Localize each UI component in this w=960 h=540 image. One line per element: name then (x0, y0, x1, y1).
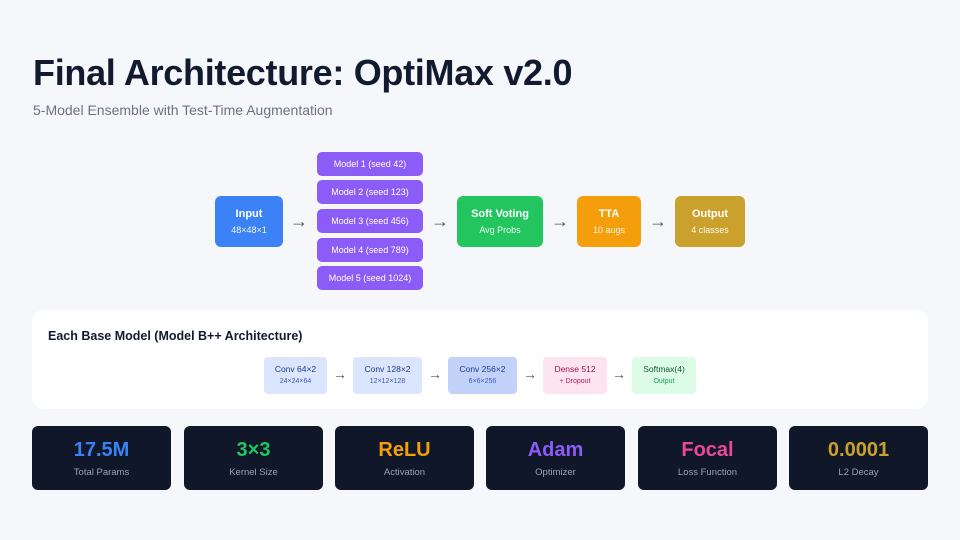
layer-arrow-2: → (428, 366, 442, 382)
stat-card-total-params: 17.5M Total Params (32, 426, 171, 490)
model-node-5: Model 5 (seed 1024) (317, 266, 423, 290)
soft-voting-title: Soft Voting (471, 208, 529, 220)
stat-card-activation: ReLU Activation (335, 426, 474, 490)
layer-dense512-sub: + Dropout (559, 378, 591, 385)
stat-card-l2-decay: 0.0001 L2 Decay (789, 426, 928, 490)
tta-title: TTA (598, 208, 620, 220)
stat-card-kernel-size: 3×3 Kernel Size (184, 426, 323, 490)
arrow-input-to-models: → (290, 211, 308, 231)
layer-conv256-shape: 6×6×256 (468, 378, 497, 385)
stat-value-total-params: 17.5M (73, 439, 130, 461)
model-node-1: Model 1 (seed 42) (317, 152, 423, 176)
output-node: Output 4 classes (675, 196, 745, 247)
stat-card-loss-function: Focal Loss Function (638, 426, 777, 490)
page-subtitle: 5-Model Ensemble with Test-Time Augmenta… (33, 102, 333, 118)
input-node-shape: 48×48×1 (231, 225, 267, 235)
layer-conv64-shape: 24×24×64 (279, 378, 312, 385)
stat-label-kernel-size: Kernel Size (229, 467, 278, 478)
output-title: Output (691, 208, 729, 220)
layer-arrow-3: → (523, 366, 537, 382)
layer-dense512: Dense 512 + Dropout (543, 357, 607, 394)
stat-label-optimizer: Optimizer (535, 467, 576, 478)
arrow-models-to-voting: → (431, 211, 449, 231)
input-node: Input 48×48×1 (215, 196, 283, 247)
layer-conv64-title: Conv 64×2 (274, 364, 317, 374)
stat-label-l2-decay: L2 Decay (838, 467, 879, 478)
layer-conv256: Conv 256×2 6×6×256 (448, 357, 517, 394)
layer-arrow-1: → (333, 366, 347, 382)
soft-voting-node: Soft Voting Avg Probs (457, 196, 543, 247)
arrow-voting-to-tta: → (551, 211, 569, 231)
model-node-2: Model 2 (seed 123) (317, 180, 423, 204)
layer-dense512-title: Dense 512 (554, 364, 596, 374)
tta-sub: 10 augs (592, 225, 626, 235)
tta-node: TTA 10 augs (577, 196, 641, 247)
stat-card-optimizer: Adam Optimizer (486, 426, 625, 490)
layer-conv256-title: Conv 256×2 (459, 364, 506, 374)
stat-value-kernel-size: 3×3 (236, 439, 271, 461)
soft-voting-sub: Avg Probs (479, 225, 521, 235)
input-node-title: Input (235, 208, 263, 220)
page-title: Final Architecture: OptiMax v2.0 (33, 52, 573, 93)
layer-conv64: Conv 64×2 24×24×64 (264, 357, 327, 394)
arrow-tta-to-output: → (649, 211, 667, 231)
stat-label-activation: Activation (383, 467, 426, 478)
stat-value-loss-function: Focal (681, 439, 734, 461)
layer-softmax-sub: Output (653, 378, 675, 385)
layer-conv128-title: Conv 128×2 (364, 364, 411, 374)
layer-conv128: Conv 128×2 12×12×128 (353, 357, 422, 394)
stat-value-optimizer: Adam (527, 439, 584, 461)
base-model-panel: Each Base Model (Model B++ Architecture)… (32, 310, 928, 409)
stat-value-l2-decay: 0.0001 (827, 439, 890, 461)
model-node-3: Model 3 (seed 456) (317, 209, 423, 233)
base-model-title: Each Base Model (Model B++ Architecture) (48, 329, 303, 343)
layer-softmax: Softmax(4) Output (632, 357, 696, 394)
stat-value-activation: ReLU (378, 439, 431, 461)
stat-label-total-params: Total Params (73, 467, 130, 478)
stat-label-loss-function: Loss Function (677, 467, 738, 478)
layer-arrow-4: → (612, 366, 626, 382)
output-sub: 4 classes (691, 225, 729, 235)
layer-conv128-shape: 12×12×128 (369, 378, 406, 385)
layer-softmax-title: Softmax(4) (643, 364, 685, 374)
model-node-4: Model 4 (seed 789) (317, 238, 423, 262)
